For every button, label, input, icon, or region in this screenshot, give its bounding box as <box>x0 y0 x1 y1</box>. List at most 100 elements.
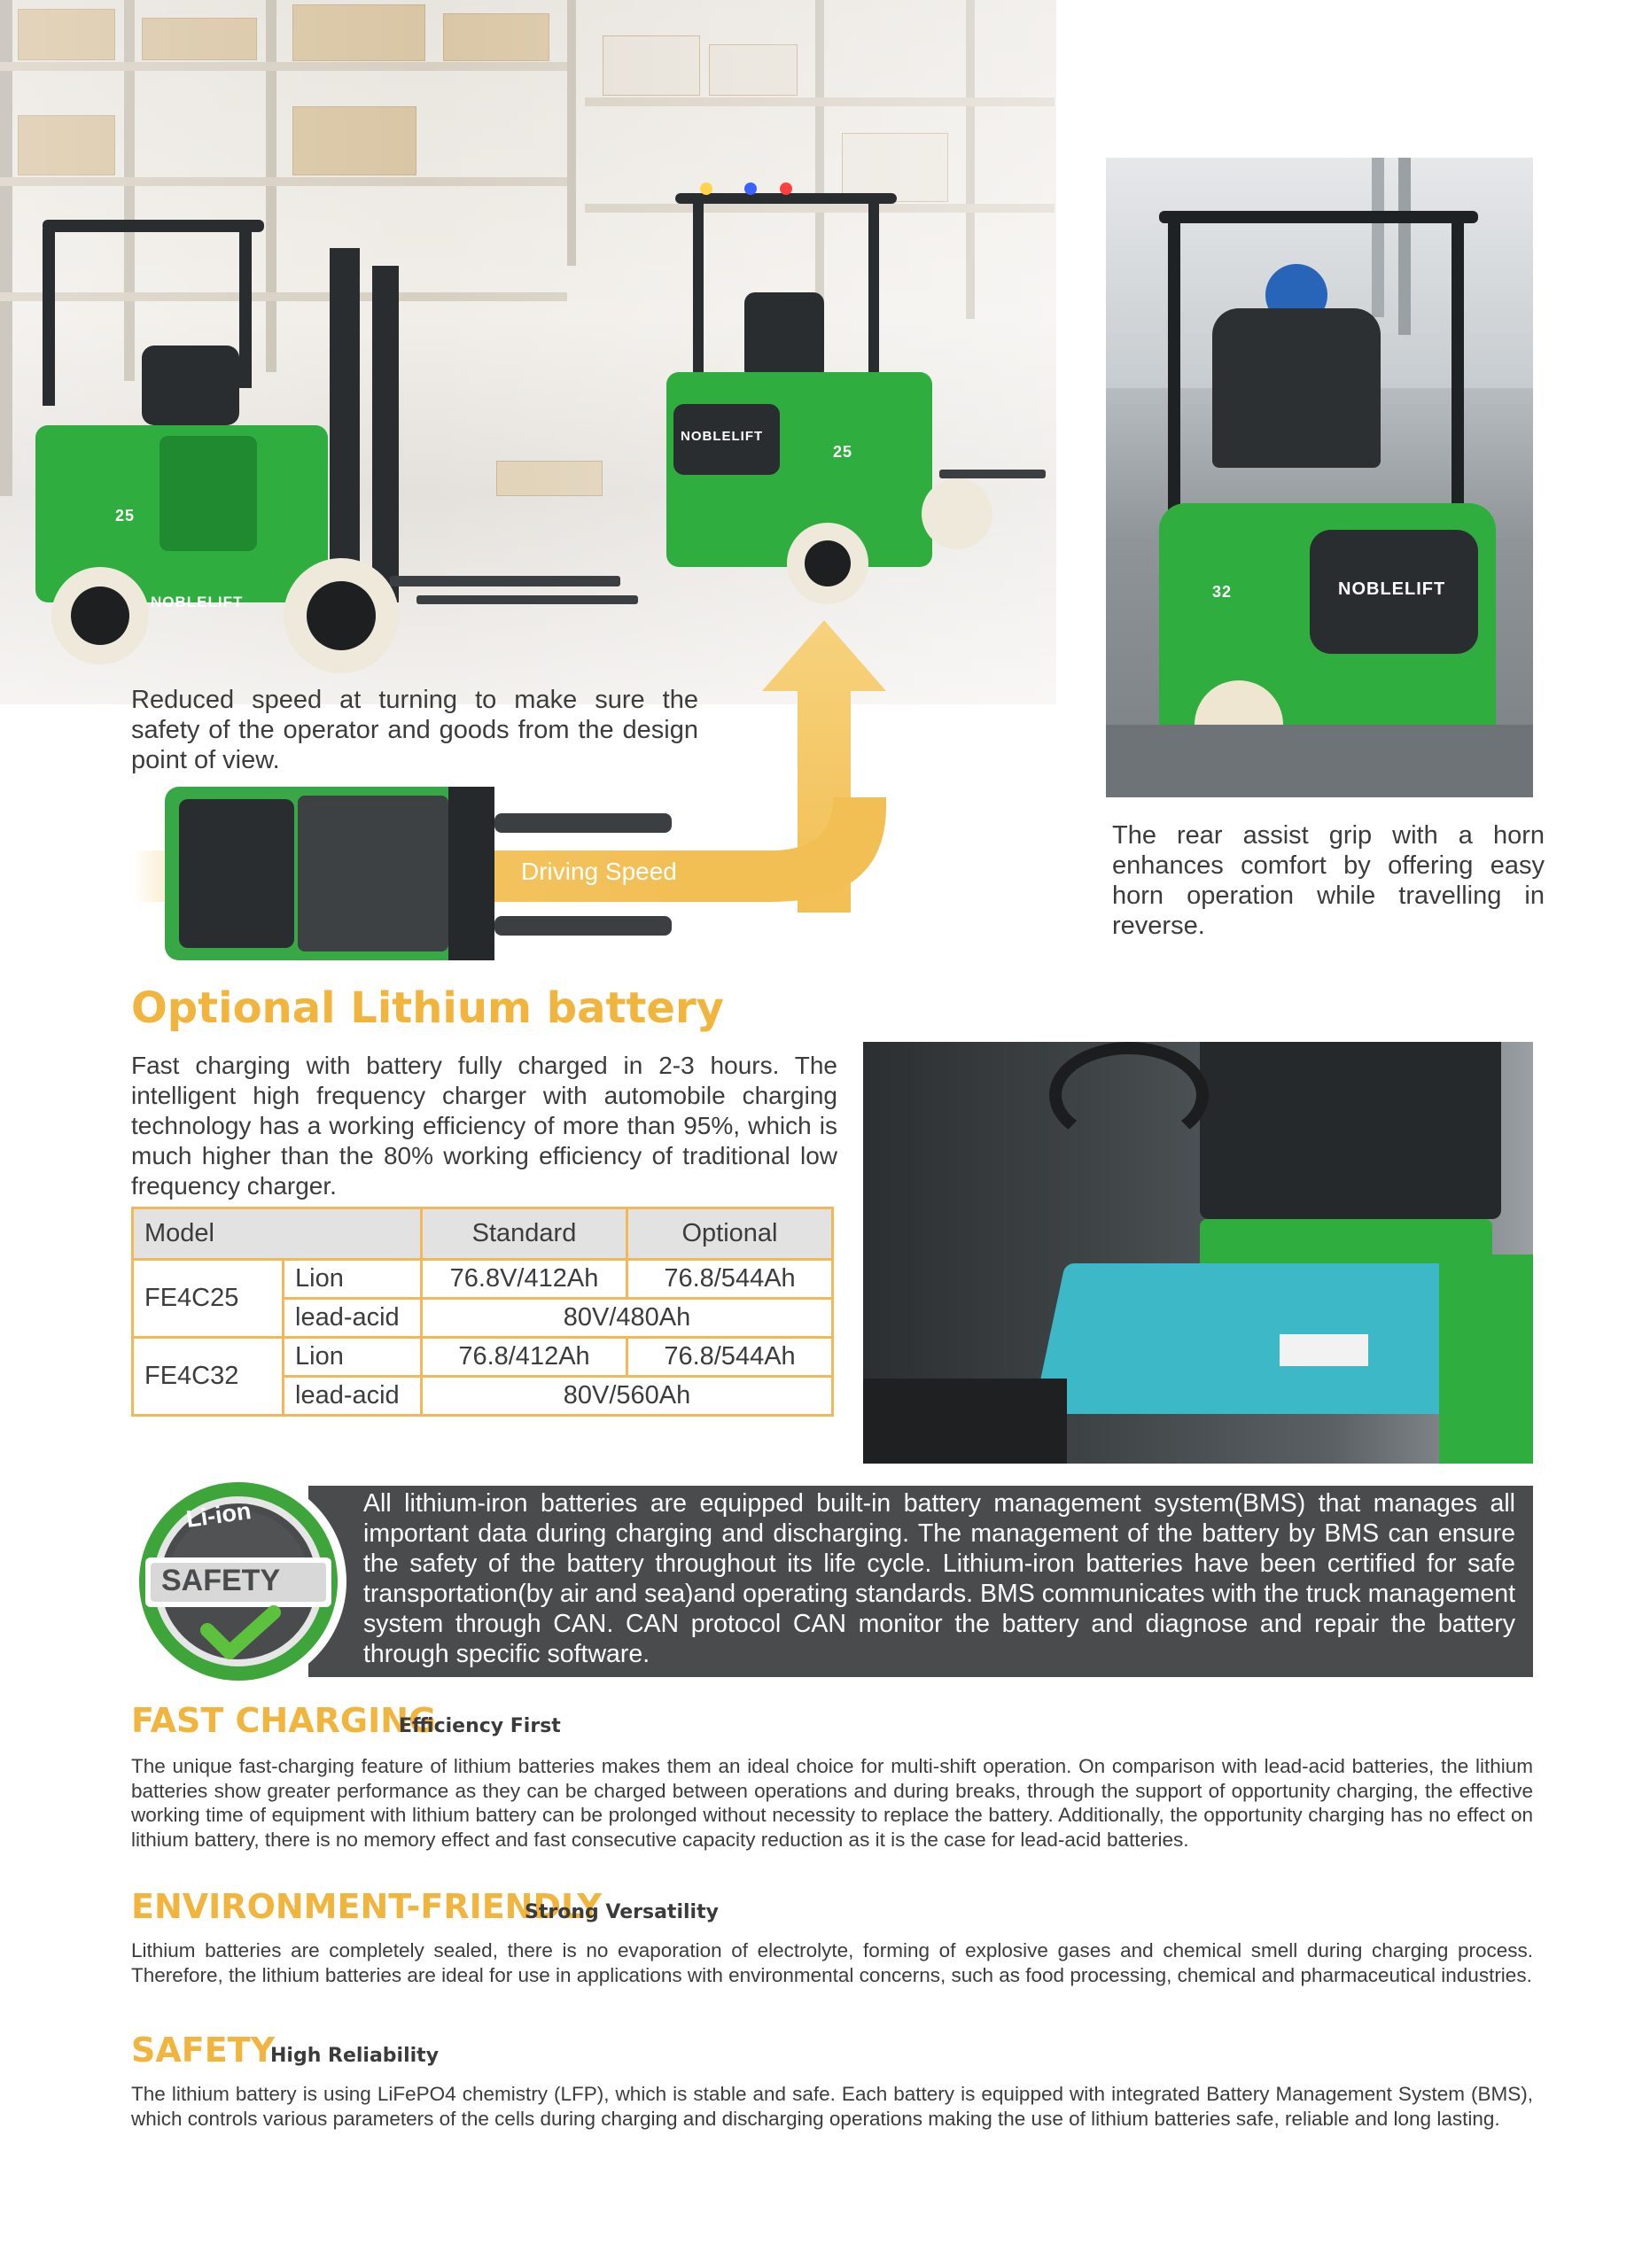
combined-value-cell: 80V/560Ah <box>420 1375 834 1417</box>
warning-light <box>780 183 792 195</box>
bms-description: All lithium-iron batteries are equipped … <box>363 1489 1515 1668</box>
guard-post <box>868 198 879 376</box>
table-row: lead-acid 80V/480Ah <box>133 1297 834 1339</box>
table-row: lead-acid 80V/560Ah <box>133 1375 834 1417</box>
forklift-logo: NOBLELIFT <box>1338 579 1446 599</box>
table-header-row: Model Standard Optional <box>131 1207 834 1261</box>
counterweight-logo-panel <box>673 404 780 475</box>
steering-wheel <box>1049 1042 1209 1148</box>
open-seat-cover <box>1200 1042 1501 1219</box>
badge-safety-text: SAFETY <box>161 1564 281 1597</box>
optional-value-cell: 76.8/544Ah <box>626 1258 834 1300</box>
pipe <box>1398 158 1411 335</box>
battery-type-cell: Lion <box>282 1336 423 1378</box>
model-cell: FE4C32 <box>131 1336 284 1417</box>
driving-speed-label: Driving Speed <box>521 858 677 885</box>
optional-value-cell: 76.8/544Ah <box>626 1336 834 1378</box>
environment-friendly-subtitle: Strong Versatility <box>525 1901 719 1923</box>
table-row: FE4C25 Lion 76.8V/412Ah 76.8/544Ah <box>131 1258 834 1339</box>
warning-light <box>700 183 712 195</box>
safety-title: SAFETY <box>131 2031 276 2070</box>
overhead-guard <box>1159 211 1478 223</box>
li-ion-safety-badge <box>130 1473 346 1689</box>
battery-spec-table: Model Standard Optional FE4C25 Lion 76.8… <box>131 1207 834 1417</box>
safety-subtitle: High Reliability <box>270 2045 440 2067</box>
warehouse-photo: NOBLELIFT 25 NOBLELIFT 25 <box>0 0 1056 704</box>
rack-shelf <box>0 62 567 71</box>
rear-grip-caption: The rear assist grip with a horn enhance… <box>1112 821 1545 940</box>
mast <box>330 248 360 602</box>
road <box>1106 725 1533 797</box>
forklift-logo: NOBLELIFT <box>681 429 764 444</box>
wheel-hub <box>805 540 851 586</box>
pipe <box>1372 158 1384 317</box>
battery-type-cell: lead-acid <box>282 1297 423 1339</box>
rack-post <box>567 0 576 266</box>
model-cell: FE4C25 <box>131 1258 284 1339</box>
counterweight <box>179 799 294 948</box>
speed-curve <box>656 797 886 902</box>
fork <box>494 813 672 833</box>
cargo-box <box>18 9 115 60</box>
standard-value-cell: 76.8V/412Ah <box>420 1258 628 1300</box>
cargo-box <box>292 4 425 61</box>
guard-post <box>693 198 704 384</box>
turning-speed-caption: Reduced speed at turning to make sure th… <box>131 686 698 774</box>
mast <box>372 266 399 602</box>
cargo-box <box>842 133 948 202</box>
floor-shadow <box>863 1379 1067 1464</box>
battery-label <box>1280 1334 1368 1366</box>
up-arrow-icon <box>762 620 886 913</box>
guard-post <box>1168 220 1180 512</box>
cargo-box <box>142 18 257 60</box>
cargo-box <box>443 13 549 61</box>
environment-friendly-text: Lithium batteries are completely sealed,… <box>131 1939 1533 1986</box>
cargo-box <box>496 461 603 496</box>
fork <box>416 595 638 604</box>
reverse-operation-photo: NOBLELIFT 32 <box>1106 158 1533 797</box>
environment-friendly-title: ENVIRONMENT-FRIENDLY <box>131 1887 602 1926</box>
battery-type-cell: Lion <box>282 1258 423 1300</box>
combined-value-cell: 80V/480Ah <box>420 1297 834 1339</box>
frame-green-side <box>1439 1254 1533 1464</box>
safety-text: The lithium battery is using LiFePO4 che… <box>131 2083 1533 2130</box>
wheel <box>922 478 992 549</box>
header-model: Model <box>131 1207 423 1261</box>
fork <box>494 916 672 936</box>
wheel-hub <box>71 586 129 645</box>
rack-shelf <box>585 204 1055 213</box>
fork <box>939 470 1046 478</box>
lithium-battery-title: Optional Lithium battery <box>131 983 724 1033</box>
side-panel <box>160 436 257 551</box>
table-row: FE4C32 Lion 76.8/412Ah 76.8/544Ah <box>131 1336 834 1417</box>
forklift-top-view <box>165 787 494 960</box>
wheel-hub <box>307 581 376 650</box>
fast-charging-text: The unique fast-charging feature of lith… <box>131 1755 1533 1851</box>
battery-compartment-photo <box>863 1042 1533 1464</box>
fast-charging-subtitle: Efficiency First <box>399 1715 561 1737</box>
rack-post <box>124 0 135 381</box>
guard-post <box>239 229 252 388</box>
forklift-logo: NOBLELIFT <box>151 594 244 610</box>
cargo-box <box>603 35 700 96</box>
mast-top <box>448 787 494 960</box>
rack-post <box>815 0 824 301</box>
rack-post <box>266 0 276 372</box>
seat <box>142 346 239 425</box>
header-standard: Standard <box>420 1207 628 1261</box>
rack-shelf <box>585 97 1055 106</box>
fork <box>390 576 620 586</box>
guard-post <box>1452 220 1464 512</box>
rear-logo-panel <box>1310 530 1478 654</box>
cargo-box <box>709 44 798 96</box>
header-optional: Optional <box>626 1207 834 1261</box>
warning-light <box>744 183 757 195</box>
model-number: 25 <box>115 507 136 524</box>
rack-shelf <box>0 177 567 186</box>
lithium-battery-description: Fast charging with battery fully charged… <box>131 1052 837 1200</box>
bms-banner <box>308 1486 1533 1677</box>
seat <box>744 292 824 381</box>
model-number: 25 <box>833 443 853 461</box>
standard-value-cell: 76.8/412Ah <box>420 1336 628 1378</box>
battery-type-cell: lead-acid <box>282 1375 423 1417</box>
